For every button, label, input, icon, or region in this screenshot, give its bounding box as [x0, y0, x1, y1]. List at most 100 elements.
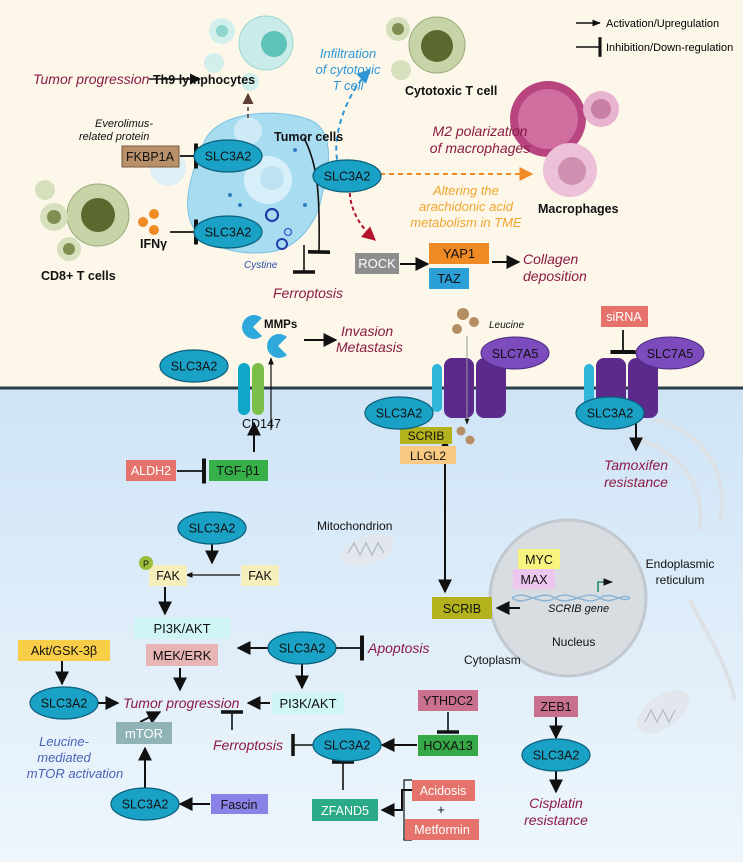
- arach-line3: metabolism in TME: [410, 215, 522, 230]
- endoplasmic-line1: Endoplasmic: [646, 557, 715, 571]
- fak-p-box: [149, 565, 187, 586]
- slc3a2-fak-oval: SLC3A2: [177, 511, 247, 545]
- ifng-label: IFNγ: [140, 237, 167, 251]
- scrib-nuc-label: SCRIB: [443, 602, 481, 616]
- metastasis-label: Metastasis: [336, 339, 403, 355]
- aldh2-box: [126, 460, 176, 481]
- llgl2-label: LLGL2: [410, 449, 446, 463]
- arrow-acidosis-zfand5: [380, 789, 412, 817]
- slc3a2-ifng-label: SLC3A2: [205, 226, 252, 240]
- rock-label: ROCK: [358, 256, 396, 271]
- mtor-box: [116, 722, 172, 744]
- nucleus-label: Nucleus: [552, 635, 595, 649]
- yap1-box: [429, 243, 489, 264]
- llgl2-box: [400, 446, 456, 464]
- sirna-label: siRNA: [606, 310, 642, 324]
- scrib-membrane-box: [400, 427, 452, 444]
- macrophages-label: Macrophages: [538, 202, 619, 216]
- slc3a2-slc7a5-left-label: SLC3A2: [376, 407, 423, 421]
- apoptosis-label: Apoptosis: [367, 640, 429, 656]
- arach-line1: Altering the: [432, 183, 499, 198]
- myc-box: [518, 549, 560, 569]
- tumor-progression-top: Tumor progression: [33, 71, 150, 87]
- slc3a2-tumor-right-oval: SLC3A2: [312, 159, 382, 193]
- ythdc2-box: [418, 690, 478, 711]
- ifng-dots-icon: [138, 209, 159, 235]
- leucine-mtor-line2: mediated: [37, 750, 91, 765]
- pi3k-2-label: PI3K/AKT: [279, 696, 336, 711]
- tamoxifen-line2: resistance: [604, 474, 668, 490]
- hoxa13-label: HOXA13: [423, 739, 472, 753]
- ferroptosis-top-label: Ferroptosis: [273, 285, 343, 301]
- plus-label: +: [437, 802, 445, 817]
- collagen-line2: deposition: [523, 268, 587, 284]
- slc3a2-center-oval: SLC3A2: [267, 631, 337, 665]
- arach-line2: arachidonic acid: [419, 199, 514, 214]
- dna-icon: [511, 594, 631, 602]
- cisplatin-line1: Cisplatin: [529, 795, 583, 811]
- mek-box: [146, 644, 218, 666]
- taz-box: [429, 268, 469, 289]
- fascin-box: [211, 794, 268, 814]
- slc3a2-center-label: SLC3A2: [279, 642, 326, 656]
- m2-line1: M2 polarization: [433, 123, 528, 139]
- fak-label: FAK: [248, 569, 272, 583]
- slc3a2-cd147-label: SLC3A2: [171, 360, 218, 374]
- max-label: MAX: [520, 573, 548, 587]
- slc3a2-zeb1-oval: SLC3A2: [521, 738, 591, 772]
- m2-line2: of macrophages: [430, 140, 530, 156]
- slc3a2-slc7a5-right-oval: SLC3A2: [575, 396, 645, 430]
- invasion-label: Invasion: [341, 323, 393, 339]
- mmps-label: MMPs: [264, 319, 297, 331]
- sirna-box: [601, 306, 648, 327]
- transcription-arrow: [597, 578, 613, 592]
- infiltration-line3: T cell: [332, 78, 364, 93]
- slc7a5-left-label: SLC7A5: [492, 347, 539, 361]
- slc3a2-zeb1-label: SLC3A2: [533, 749, 580, 763]
- arrow-slc-rock: [348, 185, 377, 241]
- scrib-membrane-label: SCRIB: [408, 429, 445, 443]
- tumor-cells-label: Tumor cells: [274, 130, 343, 144]
- cytotoxic-t-label: Cytotoxic T cell: [405, 84, 497, 98]
- everolimus-line2: related protein: [79, 131, 149, 143]
- myc-label: MYC: [525, 553, 553, 567]
- cd147-icon: [238, 363, 264, 415]
- slc3a2-fascin-oval: SLC3A2: [110, 787, 180, 821]
- cystine-icon: [264, 207, 293, 250]
- slc3a2-fak-label: SLC3A2: [189, 522, 236, 536]
- slc3a2-ifng-oval: SLC3A2: [193, 215, 263, 249]
- tumor-progression-mid: Tumor progression: [123, 695, 240, 711]
- slc3a2-ferroptosis-label: SLC3A2: [324, 739, 371, 753]
- slc7a5-right-label: SLC7A5: [647, 347, 694, 361]
- leucine-label: Leucine: [489, 320, 524, 331]
- acidosis-label: Acidosis: [420, 784, 467, 798]
- aldh2-label: ALDH2: [131, 464, 171, 478]
- legend-inhibition: Inhibition/Down-regulation: [606, 42, 733, 54]
- endoplasmic-reticulum-icon: [639, 418, 737, 701]
- yap1-label: YAP1: [443, 246, 475, 261]
- rock-box: [355, 253, 399, 274]
- fkbp1a-label: FKBP1A: [126, 150, 175, 164]
- tgfb1-label: TGF-β1: [216, 464, 259, 478]
- zfand5-label: ZFAND5: [321, 804, 369, 818]
- ythdc2-label: YTHDC2: [423, 694, 473, 708]
- arrow-slc-cytotoxic: [335, 69, 371, 169]
- cd147-label: CD147: [242, 417, 281, 431]
- scrib-gene-label: SCRIB gene: [548, 603, 609, 615]
- slc3a2-cd147-oval: SLC3A2: [159, 349, 229, 383]
- slc3a2-fascin-label: SLC3A2: [122, 798, 169, 812]
- infiltration-line1: Infiltration: [320, 46, 376, 61]
- arrow-mtor-tumor: [139, 711, 162, 724]
- zfand5-box: [312, 799, 378, 821]
- slc7a5-oval-right: [635, 336, 705, 370]
- slc7a5-oval-left: [480, 336, 550, 370]
- leucine-icon: [452, 308, 479, 445]
- pi3k-box-2: [272, 692, 344, 714]
- cisplatin-line2: resistance: [524, 812, 588, 828]
- cystine-label: Cystine: [244, 260, 278, 271]
- mitochondrion-icon: [341, 533, 690, 734]
- mek-label: MEK/ERK: [153, 648, 212, 663]
- max-box: [513, 569, 555, 589]
